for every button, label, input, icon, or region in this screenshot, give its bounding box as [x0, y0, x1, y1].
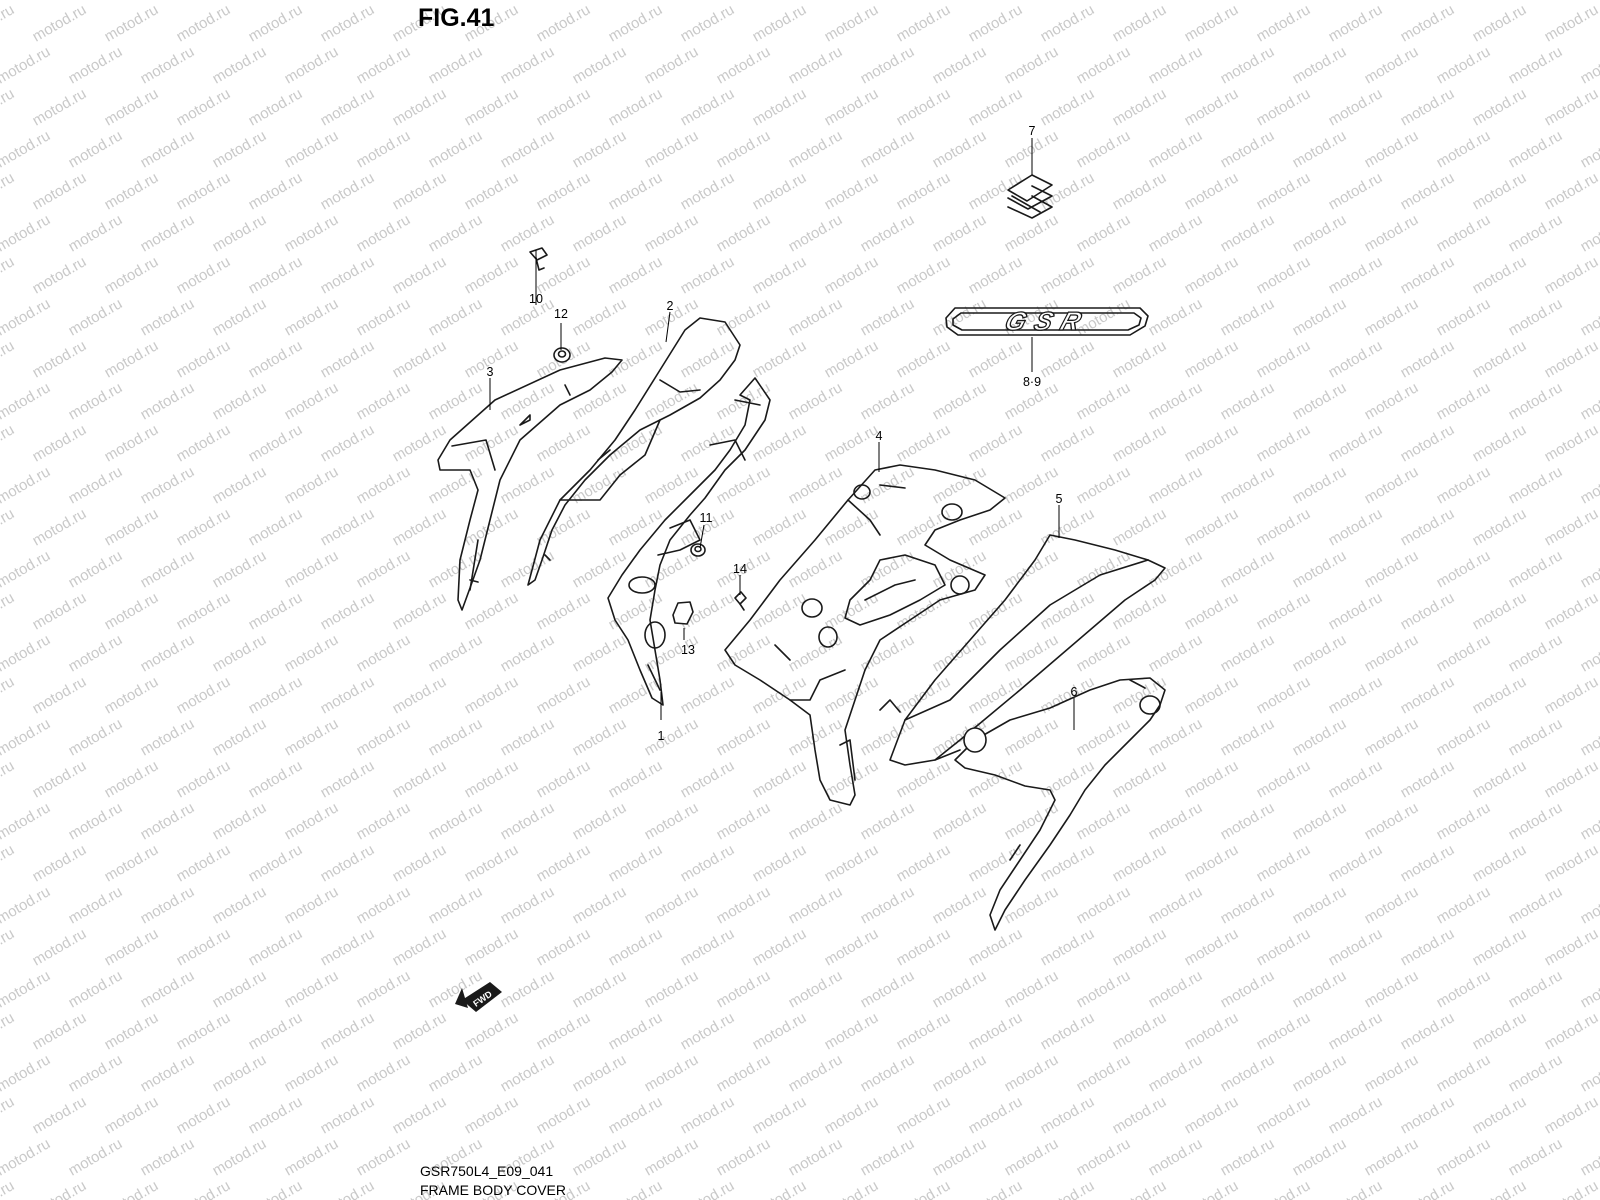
callout-1: 1 [658, 729, 665, 743]
callout-labels: 7 8·9 10 12 2 3 4 5 6 11 14 13 1 [487, 124, 1078, 743]
part-5-side-cover [889, 534, 1166, 766]
part-1-inner-cover [607, 377, 771, 706]
callout-6: 6 [1071, 685, 1078, 699]
gsr-logo-text: GSR [1001, 307, 1094, 336]
callout-10: 10 [529, 292, 543, 306]
callout-2: 2 [667, 299, 674, 313]
part-10-bolt [529, 247, 548, 271]
figure-code: GSR750L4_E09_041 [420, 1163, 554, 1179]
part-11-grommet [690, 543, 706, 557]
gsr-emblem: GSR [945, 306, 1149, 336]
callout-14: 14 [733, 562, 747, 576]
figure-caption: FRAME BODY COVER [420, 1182, 566, 1198]
part-13-cushion [672, 601, 694, 625]
callout-4: 4 [876, 429, 883, 443]
part-14-screw [734, 591, 747, 611]
part-2-frame-cover [527, 317, 741, 586]
figure-title: FIG.41 [418, 4, 495, 32]
suzuki-s-logo-icon [1007, 174, 1053, 219]
callout-11: 11 [700, 511, 713, 525]
part-6-lower-cover [954, 677, 1166, 931]
callout-12: 12 [554, 307, 568, 321]
callout-3: 3 [487, 365, 494, 379]
part-3-cover-trim [437, 357, 623, 611]
part-4-main-cover [724, 464, 1006, 806]
forward-arrow-icon: FWD [455, 982, 502, 1012]
callout-7: 7 [1029, 124, 1036, 138]
callout-8-9: 8·9 [1023, 375, 1041, 389]
callout-leaders [489, 138, 1075, 730]
part-12-nut [553, 347, 571, 363]
callout-5: 5 [1056, 492, 1063, 506]
callout-13: 13 [681, 643, 695, 657]
